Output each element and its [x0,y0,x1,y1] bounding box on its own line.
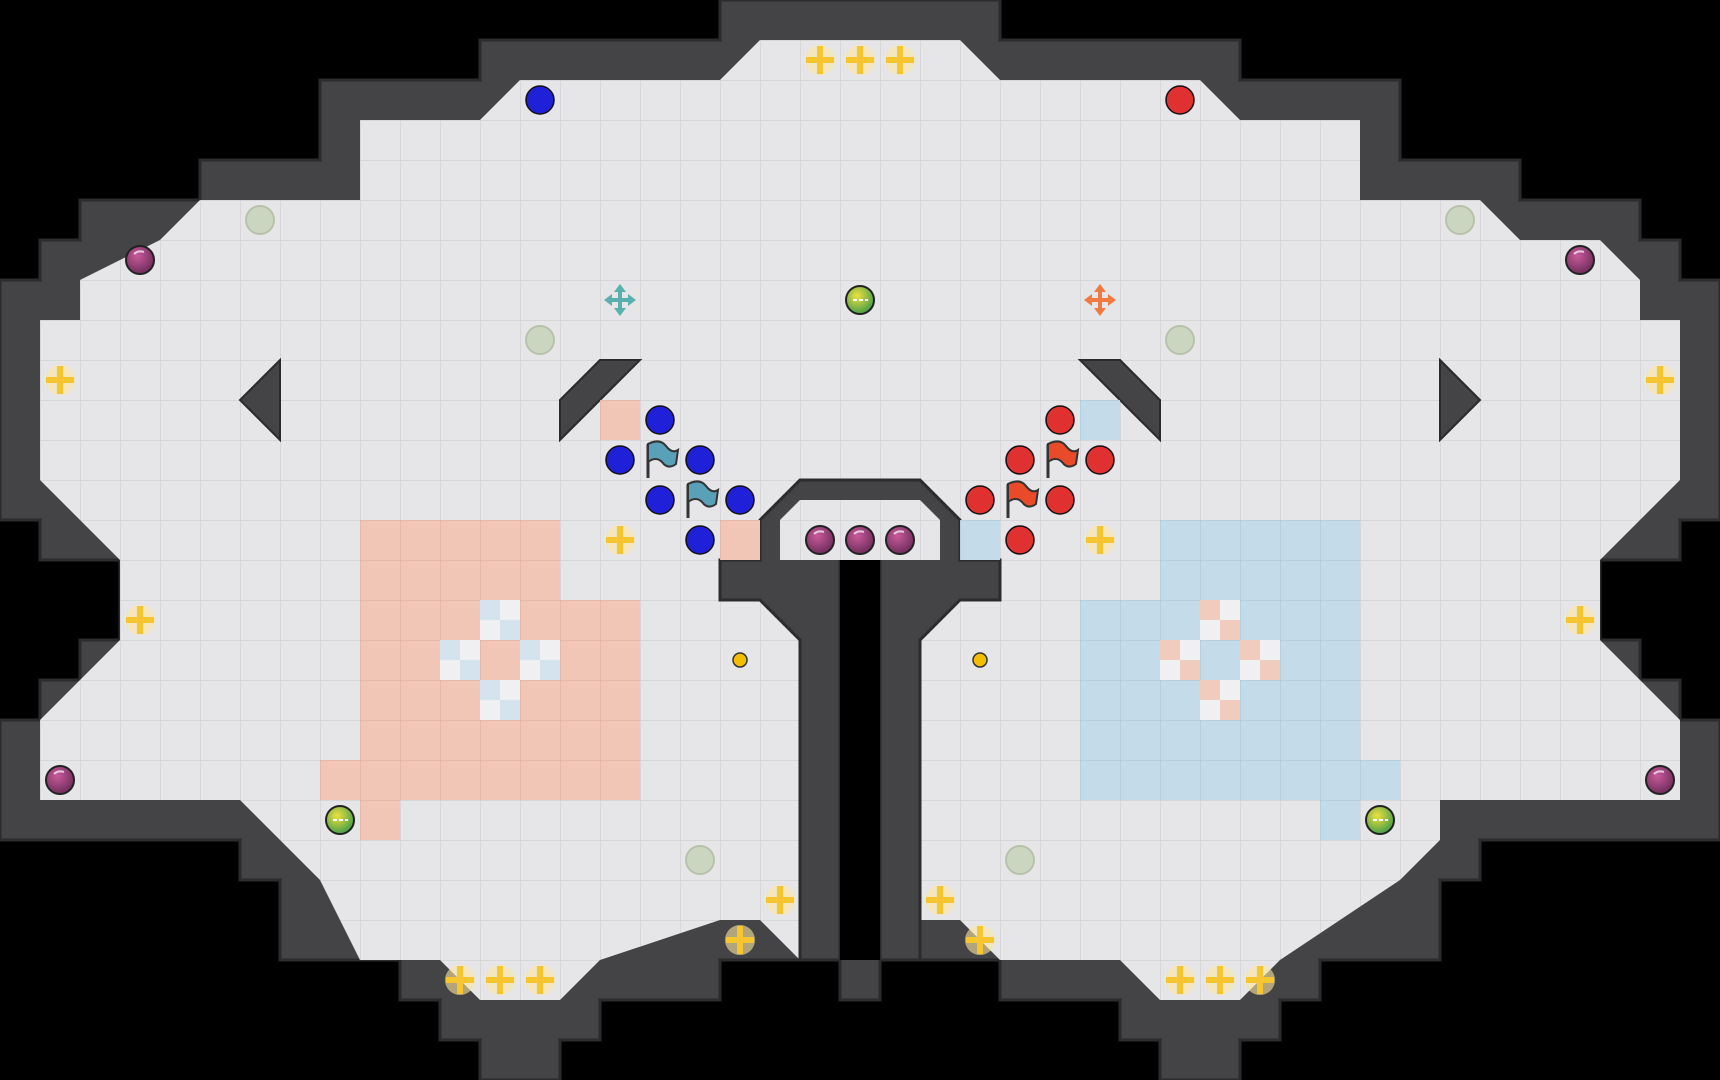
bomb-icon [845,525,875,555]
yellow-boost-icon [485,965,515,995]
yellow-boost-icon [45,365,75,395]
yellow-boost-icon [1165,965,1195,995]
portal-icon [972,652,988,668]
blue-player-ball-icon [685,445,715,475]
yellow-boost-icon [805,45,835,75]
blue-player-ball-icon [725,485,755,515]
blue-endzone [960,400,1400,840]
bomb-icon [125,245,155,275]
yellow-boost-icon [125,605,155,635]
boosts-group [45,45,1675,995]
blue-player-ball-icon [645,405,675,435]
neutral-powerup-icon [1005,845,1035,875]
yellow-boost-icon [925,885,955,915]
bomb-icon [45,765,75,795]
bomb-icon [1645,765,1675,795]
left-wedge-wall [238,357,281,443]
neutral-powerup-icon [525,325,555,355]
powerups-group [245,205,1475,875]
juke-juice-icon [845,285,875,315]
center-gap [840,560,880,960]
blue-player-ball-icon [645,485,675,515]
yellow-boost-icon [525,965,555,995]
yellow-boost-icon [765,885,795,915]
bomb-icon [885,525,915,555]
players-group [525,85,1195,555]
blue-player-ball-icon [525,85,555,115]
red-flag-icon [1006,480,1040,518]
bomb-icon [1565,245,1595,275]
yellow-boost-icon [1085,525,1115,555]
yellow-boost-icon [445,965,475,995]
portals-group [732,652,988,668]
yellow-boost-icon [1245,965,1275,995]
yellow-boost-icon [1565,605,1595,635]
bombs-group [45,245,1675,795]
yellow-boost-icon [1205,965,1235,995]
portal-icon [732,652,748,668]
juke-juice-icon [325,805,355,835]
red-player-ball-icon [1005,525,1035,555]
blue-flag-icon [686,480,720,518]
yellow-boost-icon [845,45,875,75]
orange-spawn-icon [1084,284,1116,316]
red-player-ball-icon [1165,85,1195,115]
yellow-boost-icon [885,45,915,75]
bomb-icon [805,525,835,555]
yellow-boost-icon [965,925,995,955]
red-player-ball-icon [965,485,995,515]
right-wedge-wall [1439,357,1482,443]
yellow-boost-icon [605,525,635,555]
red-player-ball-icon [1085,445,1115,475]
red-flag-icon [1046,440,1080,478]
yellow-boost-icon [1645,365,1675,395]
teal-spawn-icon [604,284,636,316]
red-player-ball-icon [1045,485,1075,515]
neutral-powerup-icon [1165,325,1195,355]
yellow-boost-icon [725,925,755,955]
blue-player-ball-icon [605,445,635,475]
juke-group [325,285,1395,835]
neutral-powerup-icon [685,845,715,875]
red-player-ball-icon [1005,445,1035,475]
flags-group [646,440,1080,518]
blue-flag-icon [646,440,680,478]
neutral-powerup-icon [1445,205,1475,235]
neutral-powerup-icon [245,205,275,235]
red-endzone [320,400,760,840]
blue-player-ball-icon [685,525,715,555]
red-player-ball-icon [1045,405,1075,435]
juke-juice-icon [1365,805,1395,835]
